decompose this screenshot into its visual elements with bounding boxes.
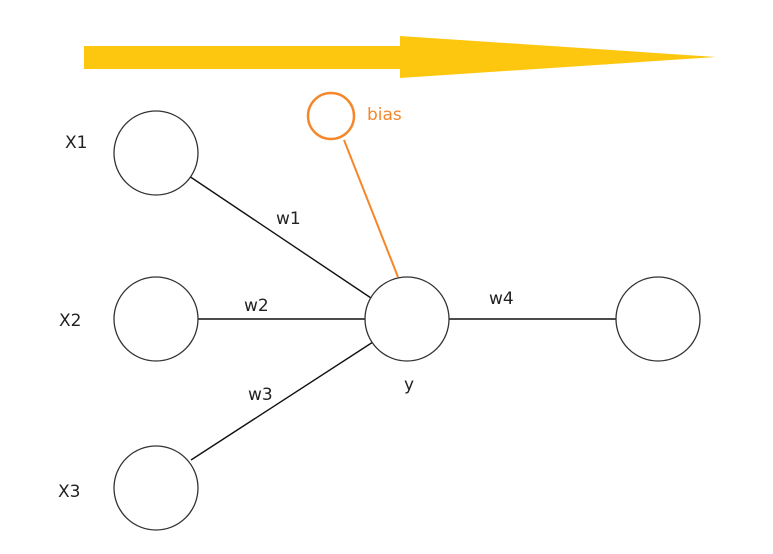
edge-bias-y [343, 139, 399, 278]
input-label-x3: X3 [58, 482, 80, 502]
neuron-label-y: y [404, 375, 414, 395]
edge-x1-y [188, 175, 372, 299]
edge-x3-y [190, 341, 374, 461]
weight-label-w4: w4 [489, 289, 514, 309]
weight-label-w3: w3 [248, 385, 273, 405]
input-node-x1 [113, 110, 199, 196]
weight-label-w1: w1 [276, 209, 301, 229]
neuron-node-y [364, 276, 450, 362]
forward-arrow [84, 36, 716, 78]
bias-node [306, 91, 356, 141]
weight-label-w2: w2 [244, 296, 269, 316]
input-label-x2: X2 [59, 311, 81, 331]
bias-label: bias [367, 105, 402, 125]
input-node-x2 [113, 276, 199, 362]
input-label-x1: X1 [65, 133, 87, 153]
output-node [615, 276, 701, 362]
input-node-x3 [113, 445, 199, 531]
